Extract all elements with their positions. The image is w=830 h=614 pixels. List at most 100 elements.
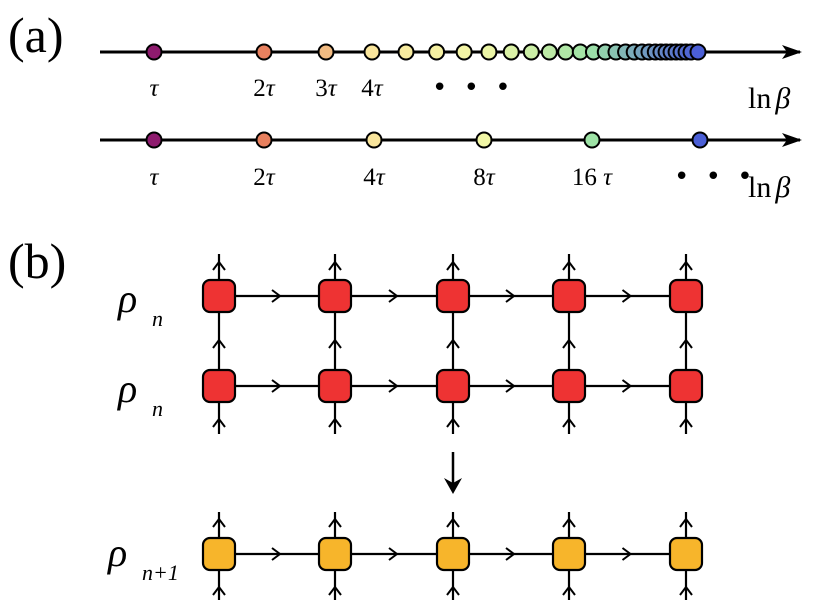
tensor-node (551, 278, 587, 314)
flow-arrow-icon (562, 517, 576, 528)
timeline-point (502, 43, 520, 61)
row-2-tick-labels: τ 2τ 4τ 8τ 16 τ (150, 164, 614, 191)
tensor-node (317, 536, 353, 572)
flow-arrow-icon (212, 338, 226, 349)
flow-arrow-icon (328, 585, 342, 596)
row-label-2: ρ n (116, 366, 163, 421)
flow-arrow-icon (562, 585, 576, 596)
flow-arrow-icon (679, 338, 693, 349)
flow-arrow-icon (562, 260, 576, 271)
flow-arrow-icon (271, 289, 282, 303)
tensor-node (435, 536, 471, 572)
flow-arrow-icon (446, 517, 460, 528)
tensor-node (317, 368, 353, 404)
row-label-1: ρ n (116, 276, 163, 331)
row-label-1-symbol: ρ (116, 276, 137, 321)
row-label-3: ρ n+1 (106, 530, 179, 585)
timeline-point (455, 43, 473, 61)
flow-arrow-icon (505, 379, 516, 393)
timeline-point (557, 43, 575, 61)
tick-label: 4τ (361, 75, 384, 102)
tensor-node (551, 536, 587, 572)
flow-arrow-icon (679, 417, 693, 428)
panel-b: (b) ρ n ρ n ρ n+1 (8, 233, 704, 600)
timeline-point (540, 43, 558, 61)
row-2-points (145, 131, 709, 149)
flow-arrow-icon (388, 289, 399, 303)
flow-arrow-icon (621, 547, 633, 561)
tensor-node (201, 278, 237, 314)
timeline-point (317, 43, 335, 61)
tensor-network-rho-n-squared (201, 254, 704, 434)
row-1-ellipsis: • • • (432, 73, 515, 103)
tensor-node (435, 278, 471, 314)
tensor-node (317, 278, 353, 314)
timeline-point (691, 131, 709, 149)
flow-arrow-icon (212, 260, 226, 271)
timeline-point (475, 131, 493, 149)
flow-arrow-icon (388, 547, 399, 561)
flow-arrow-icon (562, 338, 576, 349)
row-2-ellipsis: • • • (674, 162, 757, 192)
flow-arrow-icon (446, 585, 460, 596)
tensor-node (668, 536, 704, 572)
flow-arrow-icon (212, 585, 226, 596)
flow-arrow-icon (212, 417, 226, 428)
tick-label: 16 τ (572, 164, 613, 191)
tick-label: 4τ (363, 164, 386, 191)
tensor-node (435, 368, 471, 404)
tensor-node (668, 278, 704, 314)
row-1-tick-labels: τ 2τ 3τ 4τ (150, 75, 384, 102)
row-label-2-subscript: n (152, 396, 163, 421)
flow-arrow-icon (388, 379, 399, 393)
row-label-3-symbol: ρ (106, 530, 127, 575)
tick-label: τ (150, 75, 160, 102)
flow-arrow-icon (679, 260, 693, 271)
flow-arrow-icon (328, 517, 342, 528)
timeline-point (255, 131, 273, 149)
timeline-point (255, 43, 273, 61)
flow-arrow-icon (621, 379, 633, 393)
panel-b-label: (b) (8, 233, 66, 289)
timeline-point (397, 43, 415, 61)
flow-arrow-icon (328, 417, 342, 428)
row-label-3-subscript: n+1 (142, 560, 179, 585)
row-1-points (145, 43, 707, 61)
timeline-point (365, 131, 383, 149)
timeline-point (145, 131, 163, 149)
tensor-node (551, 368, 587, 404)
down-arrow-icon (444, 452, 462, 494)
tick-label: 3τ (315, 75, 338, 102)
timeline-point (363, 43, 381, 61)
timeline-point (522, 43, 540, 61)
tick-label: 2τ (253, 75, 276, 102)
flow-arrow-icon (562, 417, 576, 428)
flow-arrow-icon (328, 260, 342, 271)
panel-a-label: (a) (8, 7, 64, 63)
flow-arrow-icon (212, 517, 226, 528)
tick-label: τ (150, 164, 160, 191)
flow-arrow-icon (271, 547, 282, 561)
flow-arrow-icon (679, 585, 693, 596)
timeline-point (689, 43, 707, 61)
flow-arrow-icon (328, 338, 342, 349)
flow-arrow-icon (446, 417, 460, 428)
timeline-point (145, 43, 163, 61)
tensor-node (201, 536, 237, 572)
flow-arrow-icon (271, 379, 282, 393)
timeline-point (480, 43, 498, 61)
tensor-node (201, 368, 237, 404)
tick-label: 2τ (253, 164, 276, 191)
tick-label: 8τ (473, 164, 496, 191)
flow-arrow-icon (505, 289, 516, 303)
tensor-node (668, 368, 704, 404)
flow-arrow-icon (505, 547, 516, 561)
flow-arrow-icon (446, 260, 460, 271)
row-label-2-symbol: ρ (116, 366, 137, 411)
flow-arrow-icon (621, 289, 633, 303)
